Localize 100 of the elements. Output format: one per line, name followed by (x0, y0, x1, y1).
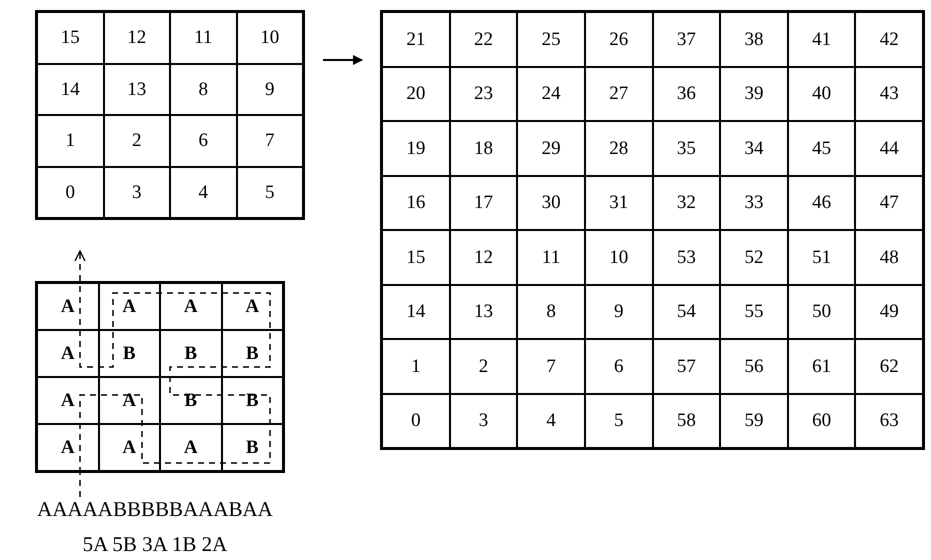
cell-number: 59 (744, 411, 764, 430)
cell-number: 0 (66, 182, 75, 202)
cell-number: 8 (198, 80, 208, 99)
cell-number: 1 (411, 356, 421, 376)
run-length-text: 5A 5B 3A 1B 2A (82, 532, 228, 557)
cell-number: 22 (474, 30, 493, 49)
cell-number: 40 (812, 84, 832, 104)
cell-number: 27 (609, 84, 628, 104)
cell-number: 3 (478, 411, 488, 430)
cell-number: 28 (609, 138, 628, 158)
cell-letter: A (60, 438, 75, 457)
cell-number: 14 (60, 80, 80, 99)
cell-number: 35 (676, 138, 696, 158)
cell-number: 42 (880, 30, 899, 49)
cell-number: 53 (676, 248, 696, 267)
cell-number: 9 (265, 80, 274, 99)
cell-number: 18 (474, 138, 493, 158)
cell-number: 57 (676, 356, 696, 376)
cell-number: 1 (66, 131, 75, 150)
cell-letter: B (184, 391, 198, 410)
cell-number: 54 (676, 302, 696, 322)
cell-number: 51 (812, 248, 832, 267)
cell-number: 3 (132, 182, 142, 202)
cell-letter: B (246, 344, 259, 363)
cell-number: 2 (132, 131, 142, 150)
cell-number: 31 (609, 193, 628, 212)
cell-number: 5 (265, 182, 274, 202)
cell-number: 29 (542, 138, 561, 158)
cell-number: 7 (546, 356, 556, 376)
cell-number: 6 (198, 131, 208, 150)
cell-number: 30 (542, 193, 561, 212)
cell-number: 4 (198, 182, 208, 202)
cell-number: 15 (406, 248, 426, 267)
cell-number: 24 (542, 84, 561, 104)
cell-letter: A (184, 438, 198, 457)
cell-number: 23 (474, 84, 493, 104)
cell-number: 33 (744, 193, 764, 212)
cell-number: 47 (880, 193, 899, 212)
scan-path-arrow (74, 250, 86, 281)
cell-letter: B (184, 344, 198, 363)
cell-number: 48 (880, 248, 899, 267)
cell-number: 52 (744, 248, 764, 267)
cell-number: 12 (474, 248, 493, 267)
sequence-text: AAAAABBBBBAAABAA (37, 497, 273, 522)
cell-number: 20 (406, 84, 426, 104)
cell-number: 38 (744, 30, 764, 49)
cell-letter: A (122, 438, 136, 457)
cell-number: 49 (880, 302, 899, 322)
cell-number: 61 (812, 356, 832, 376)
cell-number: 46 (812, 193, 832, 212)
cell-number: 12 (127, 28, 146, 48)
cell-number: 41 (812, 30, 832, 49)
cell-letter: A (60, 391, 75, 410)
cell-number: 2 (478, 356, 488, 376)
cell-number: 11 (542, 248, 560, 267)
cell-letter: B (122, 344, 136, 363)
cell-number: 7 (265, 131, 274, 150)
cell-number: 4 (546, 411, 556, 430)
cell-number: 36 (676, 84, 696, 104)
cell-letter: B (246, 438, 259, 457)
number-grid (35, 10, 305, 220)
cell-number: 5 (614, 411, 624, 430)
cell-number: 39 (744, 84, 764, 104)
cell-letter: A (60, 344, 75, 363)
cell-number: 63 (880, 411, 899, 430)
cell-number: 6 (614, 356, 624, 376)
cell-number: 13 (127, 80, 146, 99)
cell-number: 15 (60, 28, 80, 48)
cell-number: 37 (676, 30, 696, 49)
cell-number: 34 (744, 138, 764, 158)
cell-letter: A (122, 391, 136, 410)
cell-number: 45 (812, 138, 832, 158)
cell-number: 60 (812, 411, 832, 430)
cell-number: 0 (411, 411, 421, 430)
cell-number: 32 (676, 193, 696, 212)
number-grid (380, 10, 925, 450)
cell-number: 19 (406, 138, 426, 158)
cell-number: 44 (880, 138, 899, 158)
cell-number: 26 (609, 30, 628, 49)
cell-letter: A (184, 297, 198, 316)
cell-number: 9 (614, 302, 624, 322)
cell-number: 25 (542, 30, 561, 49)
cell-number: 8 (546, 302, 556, 322)
cell-letter: A (60, 297, 75, 316)
cell-number: 62 (880, 356, 899, 376)
cell-letter: B (246, 391, 259, 410)
cell-number: 50 (812, 302, 832, 322)
cell-letter: A (122, 297, 136, 316)
cell-number: 10 (609, 248, 628, 267)
cell-number: 56 (744, 356, 764, 376)
cell-number: 21 (406, 30, 426, 49)
cell-number: 11 (194, 28, 212, 48)
cell-number: 16 (406, 193, 426, 212)
cell-number: 13 (474, 302, 493, 322)
cell-number: 17 (474, 193, 493, 212)
cell-letter: A (245, 297, 260, 316)
cell-number: 55 (744, 302, 764, 322)
cell-number: 58 (676, 411, 696, 430)
cell-number: 43 (880, 84, 899, 104)
number-grid (35, 281, 285, 473)
